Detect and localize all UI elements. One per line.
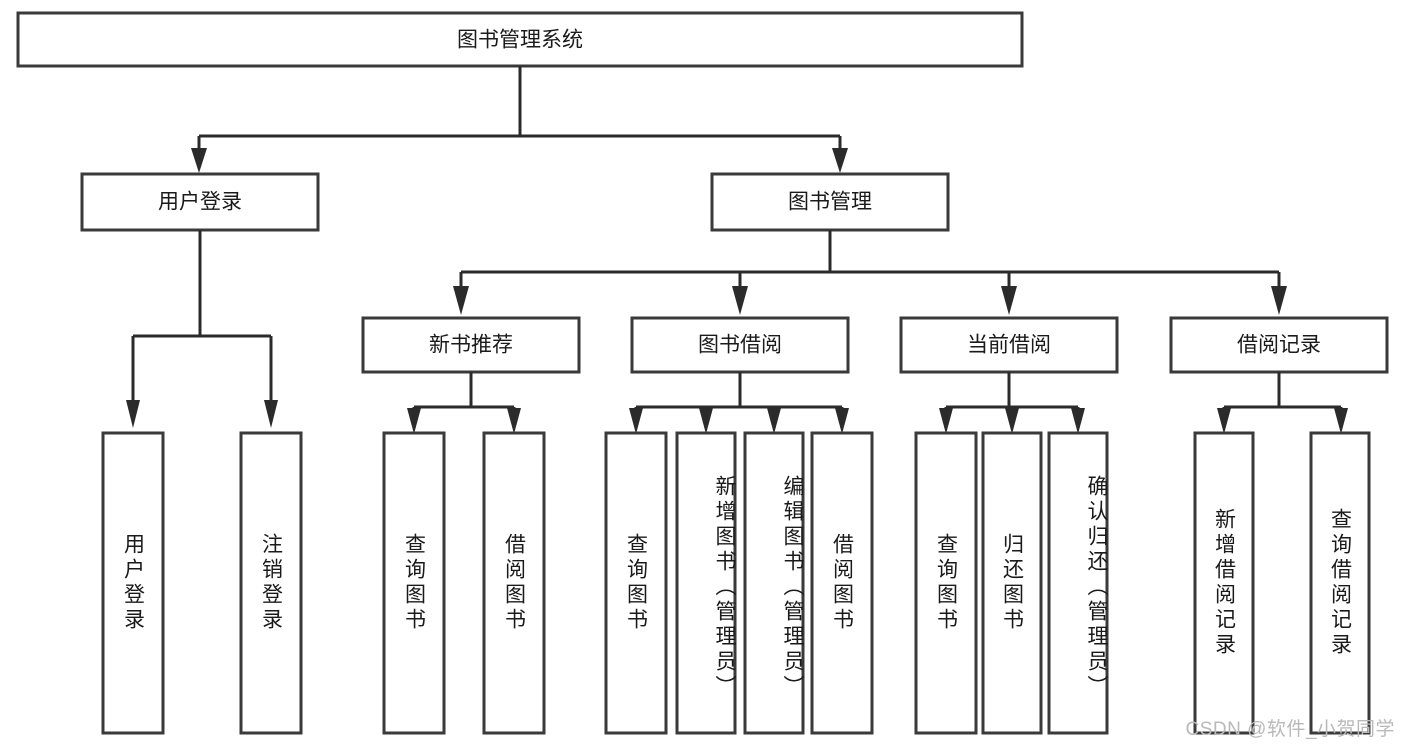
- leaf-box-bb-query-book[interactable]: [604, 431, 668, 735]
- arrow-leaf-bb-2: [767, 408, 781, 434]
- leaf-box-br-query-record[interactable]: [1309, 431, 1371, 735]
- current-borrow-box[interactable]: [899, 316, 1119, 374]
- user-login-label: 用户登录: [158, 191, 242, 214]
- node-current-borrow[interactable]: 当前借阅: [899, 316, 1119, 374]
- leaf-box-nb-query-book[interactable]: [382, 431, 446, 735]
- node-book-management[interactable]: 图书管理: [710, 172, 950, 232]
- node-root[interactable]: 图书管理系统: [16, 11, 1024, 68]
- connector-userlogin-to-leaves: [126, 230, 278, 428]
- node-new-book-recommend[interactable]: 新书推荐: [361, 316, 581, 374]
- leaf-box-br-add-record[interactable]: [1193, 431, 1255, 735]
- arrow-leaf-cb-0: [939, 408, 953, 434]
- arrow-leaf-cb-2: [1071, 408, 1085, 434]
- leaf-box-user-login[interactable]: [101, 431, 165, 735]
- arrow-l2-3: [1271, 286, 1287, 315]
- book-management-label: 图书管理: [788, 191, 872, 214]
- connector-currentborrow-to-leaves: [939, 372, 1085, 434]
- connector-root-to-level1: [191, 66, 848, 173]
- arrow-leaf-nb-1: [507, 408, 521, 434]
- arrow-book-mgmt: [832, 148, 848, 173]
- node-borrow-record[interactable]: 借阅记录: [1169, 316, 1389, 374]
- arrow-l2-2: [1001, 286, 1017, 315]
- arrow-leaf-br-1: [1334, 408, 1348, 434]
- arrow-leaf-nb-0: [407, 408, 421, 434]
- leaf-box-logout[interactable]: [239, 431, 303, 735]
- csdn-watermark: CSDN @软件_小贺同学: [1185, 719, 1395, 740]
- node-book-borrow[interactable]: 图书借阅: [630, 316, 850, 374]
- arrow-l2-0: [453, 286, 469, 315]
- arrow-leaf-cb-1: [1005, 408, 1019, 434]
- arrow-leaf-ul-0: [126, 400, 140, 428]
- arrow-leaf-bb-1: [699, 408, 713, 434]
- leaf-box-bb-borrow-book[interactable]: [810, 431, 874, 735]
- leaf-box-cb-confirm-return[interactable]: [1047, 431, 1109, 735]
- book-borrow-box[interactable]: [630, 316, 850, 374]
- new-book-recommend-label: 新书推荐: [429, 334, 513, 357]
- arrow-leaf-ul-1: [264, 400, 278, 428]
- leaf-box-bb-edit-book[interactable]: [743, 431, 805, 735]
- book-management-box[interactable]: [710, 172, 950, 232]
- borrow-record-label: 借阅记录: [1237, 334, 1321, 357]
- arrow-leaf-bb-3: [835, 408, 849, 434]
- connector-bookborrow-to-leaves: [629, 372, 849, 434]
- leaf-box-bb-add-book[interactable]: [675, 431, 737, 735]
- node-user-login[interactable]: 用户登录: [80, 172, 320, 232]
- root-box[interactable]: [16, 11, 1024, 68]
- new-book-recommend-box[interactable]: [361, 316, 581, 374]
- arrow-leaf-br-0: [1217, 408, 1231, 434]
- leaf-box-nb-borrow-book[interactable]: [482, 431, 546, 735]
- arrow-leaf-bb-0: [629, 408, 643, 434]
- leaf-box-cb-return-book[interactable]: [981, 431, 1043, 735]
- connector-newbook-to-leaves: [407, 372, 521, 434]
- root-label: 图书管理系统: [457, 29, 583, 52]
- connector-bookmgmt-to-level2: [453, 230, 1287, 315]
- leaf-box-cb-query-book[interactable]: [914, 431, 978, 735]
- arrow-l2-1: [732, 286, 748, 315]
- connector-borrowrecord-to-leaves: [1217, 372, 1348, 434]
- book-borrow-label: 图书借阅: [698, 334, 782, 357]
- arrow-user-login: [191, 148, 207, 173]
- borrow-record-box[interactable]: [1169, 316, 1389, 374]
- current-borrow-label: 当前借阅: [967, 334, 1051, 357]
